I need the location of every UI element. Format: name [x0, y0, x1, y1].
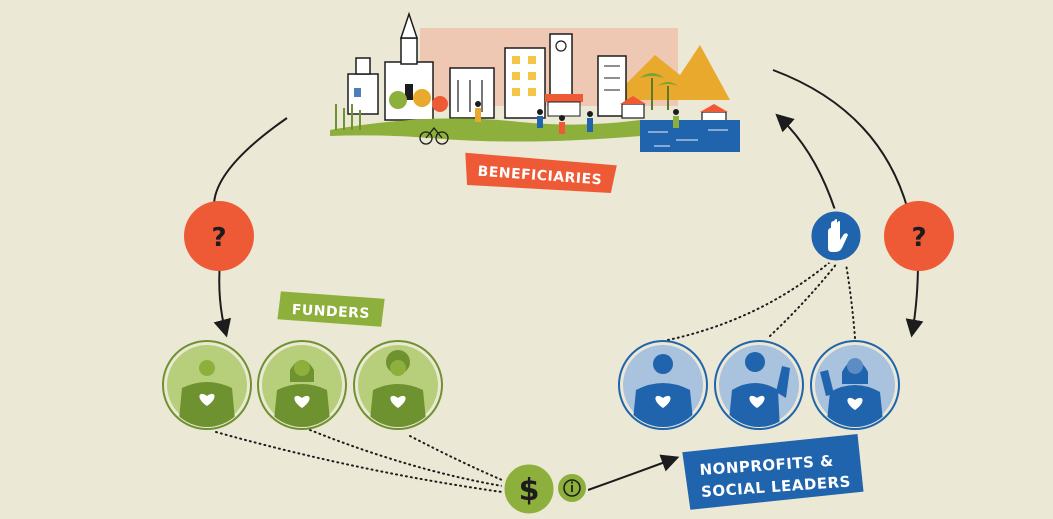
- arrow-money-to-nonprofits: [587, 454, 680, 491]
- hand-icon: [808, 208, 864, 264]
- info-icon: [556, 472, 588, 504]
- funder-portrait-2: [257, 340, 347, 430]
- arrow-beneficiaries-to-question-right: [772, 69, 909, 211]
- tree: [413, 89, 431, 107]
- tree: [389, 91, 407, 109]
- heart-icon: [199, 393, 215, 406]
- funder-portrait-3: [353, 340, 443, 430]
- question-left: ?: [184, 201, 254, 271]
- town-illustration: [330, 11, 740, 152]
- dotted-links-funders: [215, 429, 503, 493]
- funder-portrait-1: [162, 340, 252, 430]
- bicycle: [419, 126, 449, 145]
- heart-icon: [294, 395, 310, 408]
- arrow-question-to-nonprofits: [905, 261, 924, 338]
- question-right: ?: [884, 201, 954, 271]
- nonprofit-portrait-3: [810, 340, 900, 430]
- nonprofit-portrait-1: [618, 340, 708, 430]
- town-water: [640, 120, 740, 152]
- water-ripples: [648, 129, 728, 147]
- heart-icon: [390, 395, 406, 408]
- apartment-building: [597, 55, 627, 117]
- crops: [335, 104, 361, 130]
- tree: [432, 96, 448, 112]
- town-hills: [610, 45, 730, 100]
- heart-icon: [749, 395, 765, 408]
- funders-banner: FUNDERS: [277, 291, 385, 327]
- arrow-beneficiaries-to-question-left: [212, 117, 288, 216]
- church-building: [384, 11, 434, 121]
- clock-tower: [549, 33, 573, 105]
- market-stall: [545, 94, 583, 117]
- stilt-houses: [620, 96, 728, 123]
- white-building: [449, 67, 495, 119]
- town-people: [475, 101, 679, 134]
- question-right-text: ?: [911, 223, 926, 253]
- money-circle: $: [501, 461, 557, 517]
- heart-icon: [655, 395, 671, 408]
- palm-trees: [640, 73, 678, 110]
- heart-icon: [847, 397, 863, 410]
- dotted-links-nonprofits: [667, 261, 856, 341]
- dollar-sign: $: [519, 473, 540, 508]
- question-left-text: ?: [211, 223, 226, 253]
- beneficiaries-banner: BENEFICIARIES: [465, 152, 617, 193]
- nonprofit-portrait-2: [714, 340, 804, 430]
- arrow-hand-to-beneficiaries: [775, 113, 836, 211]
- tall-building: [504, 47, 546, 119]
- funders-label: FUNDERS: [291, 302, 370, 322]
- town-ground: [330, 118, 640, 142]
- nonprofits-banner: NONPROFITS & SOCIAL LEADERS: [682, 433, 864, 510]
- arrow-question-to-funders: [213, 261, 232, 338]
